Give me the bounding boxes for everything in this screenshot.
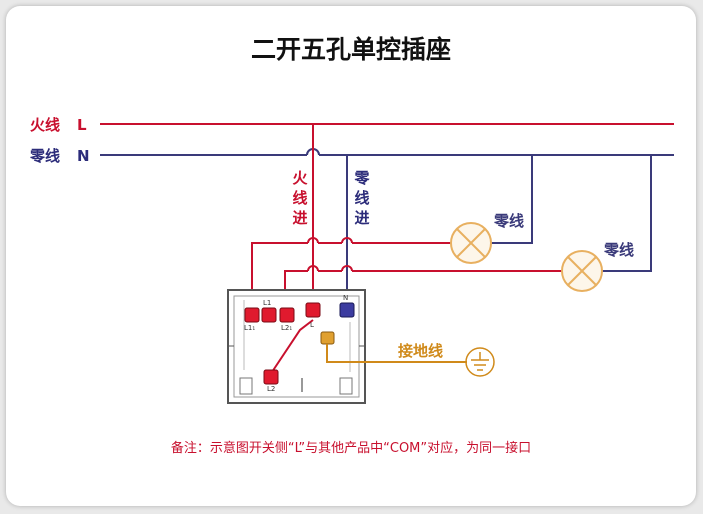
lamp-2-neutral-label: 零线	[603, 241, 634, 259]
svg-text:L: L	[310, 321, 314, 329]
live-in-char-1: 火	[292, 169, 308, 187]
terminal-n: N	[339, 294, 355, 318]
terminal-ground	[320, 331, 335, 345]
terminal-l1: L1	[261, 299, 277, 323]
svg-text:N: N	[343, 294, 348, 302]
svg-text:L1₁: L1₁	[244, 324, 255, 332]
lamp2-crossover-neutral	[341, 265, 353, 272]
footnote: 备注：示意图开关侧“L”与其他产品中“COM”对应，为同一接口	[171, 440, 531, 456]
terminal-l: L	[305, 302, 321, 329]
svg-text:L2: L2	[267, 385, 275, 393]
lamp2-crossover-live	[307, 265, 319, 272]
ground-wire	[326, 344, 467, 363]
lamp2-neutral-wire	[602, 155, 652, 272]
lamp1-crossover-neutral	[341, 237, 353, 244]
lamp-1-neutral-label: 零线	[493, 212, 524, 230]
neutral-line-label: 零线	[29, 147, 60, 165]
neutral-in-char-3: 进	[354, 209, 369, 227]
diagram-title: 二开五孔单控插座	[251, 35, 451, 64]
neutral-in-char-2: 线	[354, 189, 369, 207]
svg-text:L1: L1	[263, 299, 271, 307]
live-in-char-3: 进	[292, 209, 307, 227]
live-in-char-2: 线	[292, 189, 307, 207]
lamp-2-icon	[561, 250, 603, 292]
terminal-l2: L2	[263, 369, 279, 393]
terminal-l11: L1₁	[244, 307, 260, 332]
internal-bridge-wire	[271, 319, 314, 373]
lamp1-neutral-wire	[491, 155, 533, 244]
live-line-letter: L	[77, 116, 87, 134]
live-line-label: 火线	[30, 116, 60, 134]
diagram-frame: 二开五孔单控插座 火线 L 零线 N 火 线 进 零 线 进 零线 零线	[6, 6, 696, 506]
wiring-diagram: 二开五孔单控插座 火线 L 零线 N 火 线 进 零 线 进 零线 零线	[29, 35, 674, 456]
ground-label: 接地线	[398, 342, 443, 360]
lamp-1-icon	[450, 222, 492, 264]
terminal-l21: L2₁	[279, 307, 295, 332]
ground-icon	[465, 347, 495, 377]
neutral-in-char-1: 零	[353, 169, 370, 187]
neutral-line-letter: N	[77, 147, 90, 165]
svg-text:L2₁: L2₁	[281, 324, 292, 332]
lamp1-crossover-live	[307, 237, 319, 244]
